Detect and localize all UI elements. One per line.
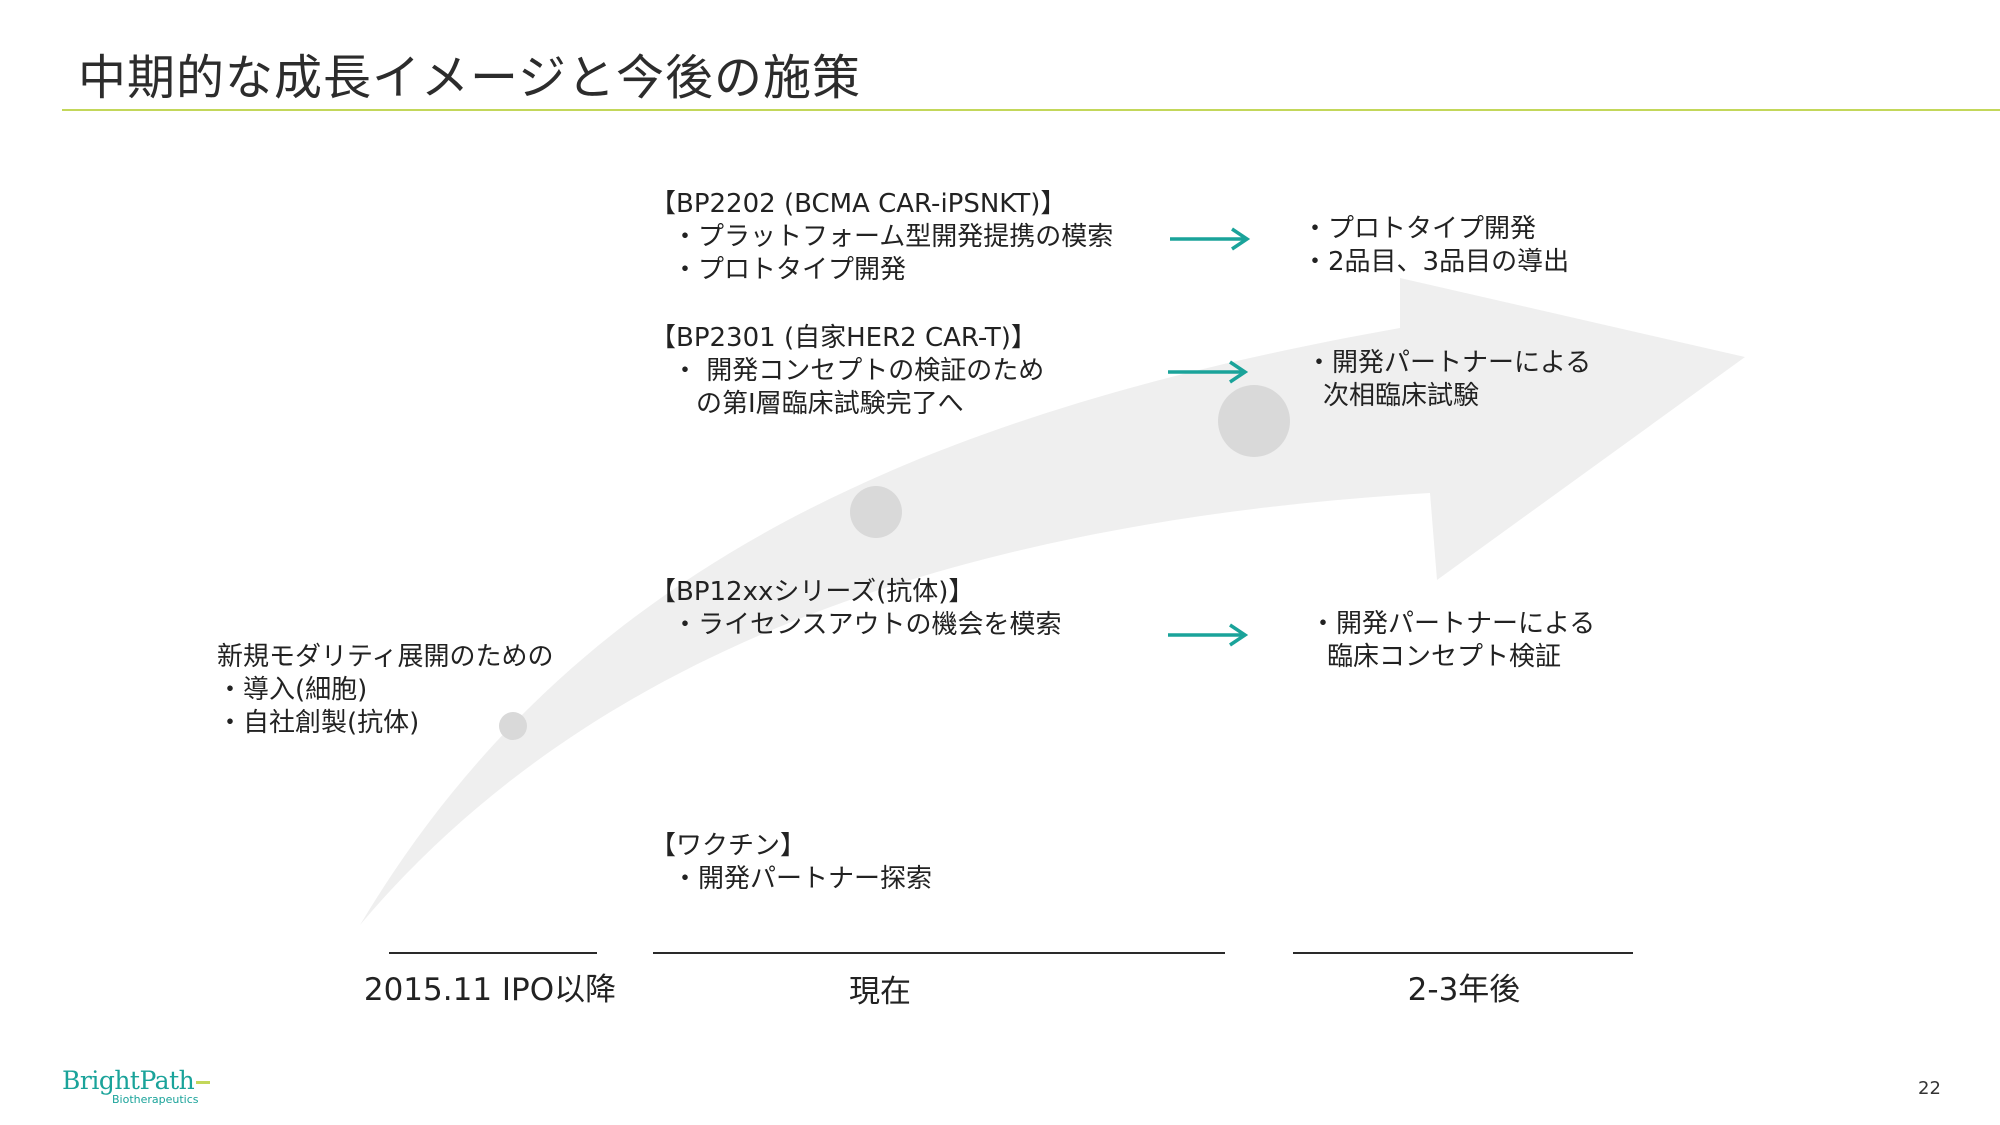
future-block-2: ・開発パートナーによる 次相臨床試験 bbox=[1306, 347, 1591, 413]
bp12xx-heading: 【BP12xxシリーズ(抗体)】 bbox=[650, 577, 975, 607]
bp2202-block: 【BP2202 (BCMA CAR-iPSNKT)】 ・プラットフォーム型開発提… bbox=[650, 188, 1113, 287]
future-2-line-2: 次相臨床試験 bbox=[1323, 381, 1480, 411]
bp2202-heading: 【BP2202 (BCMA CAR-iPSNKT)】 bbox=[650, 189, 1067, 219]
modality-line-2: ・導入(細胞) bbox=[217, 675, 368, 705]
page-number: 22 bbox=[1918, 1078, 1941, 1099]
modality-line-1: 新規モダリティ展開のための bbox=[217, 642, 554, 672]
bp12xx-item-1: ・ライセンスアウトの機会を模索 bbox=[672, 610, 1062, 640]
title-divider bbox=[62, 109, 2000, 111]
arrow-right-icon bbox=[1168, 623, 1249, 647]
milestone-circle-medium bbox=[850, 486, 902, 538]
future-1-line-1: ・プロトタイプ開発 bbox=[1302, 214, 1537, 244]
vaccine-heading: 【ワクチン】 bbox=[650, 831, 807, 861]
bp2301-item-1: ・ 開発コンセプトの検証のため bbox=[672, 356, 1045, 386]
future-3-line-1: ・開発パートナーによる bbox=[1310, 609, 1596, 639]
bp2202-item-2: ・プロトタイプ開発 bbox=[672, 255, 907, 285]
arrow-right-icon bbox=[1170, 227, 1251, 251]
timeline-rule-present bbox=[653, 952, 1225, 954]
bp2301-block: 【BP2301 (自家HER2 CAR-T)】 ・ 開発コンセプトの検証のため … bbox=[650, 322, 1044, 421]
future-block-3: ・開発パートナーによる 臨床コンセプト検証 bbox=[1310, 608, 1595, 674]
timeline-label-past: 2015.11 IPO以降 bbox=[363, 972, 617, 1008]
timeline-label-present: 現在 bbox=[849, 974, 911, 1010]
modality-line-3: ・自社創製(抗体) bbox=[217, 708, 420, 738]
milestone-circle-small bbox=[499, 712, 527, 740]
bp2301-item-1-cont: の第I層臨床試験完了へ bbox=[696, 389, 964, 419]
timeline-rule-future bbox=[1293, 952, 1633, 954]
future-3-line-2: 臨床コンセプト検証 bbox=[1327, 642, 1562, 672]
bp12xx-block: 【BP12xxシリーズ(抗体)】 ・ライセンスアウトの機会を模索 bbox=[650, 576, 1061, 642]
vaccine-block: 【ワクチン】 ・開発パートナー探索 bbox=[650, 830, 932, 896]
logo-accent bbox=[196, 1081, 211, 1084]
bp2202-item-1: ・プラットフォーム型開発提携の模索 bbox=[672, 222, 1114, 252]
future-block-1: ・プロトタイプ開発 ・2品目、3品目の導出 bbox=[1302, 213, 1569, 279]
logo-name: BrightPath bbox=[62, 1066, 195, 1095]
logo-subtitle: Biotherapeutics bbox=[112, 1093, 199, 1106]
bp2301-heading: 【BP2301 (自家HER2 CAR-T)】 bbox=[650, 323, 1037, 353]
future-2-line-1: ・開発パートナーによる bbox=[1306, 348, 1592, 378]
milestone-circle-large bbox=[1218, 385, 1290, 457]
timeline-label-future: 2-3年後 bbox=[1407, 972, 1521, 1008]
future-1-line-2: ・2品目、3品目の導出 bbox=[1302, 247, 1570, 277]
timeline-rule-past bbox=[389, 952, 597, 954]
growth-arrow-shape bbox=[360, 278, 1745, 925]
modality-block: 新規モダリティ展開のための ・導入(細胞) ・自社創製(抗体) bbox=[217, 641, 553, 740]
arrow-right-icon bbox=[1168, 360, 1249, 384]
vaccine-item-1: ・開発パートナー探索 bbox=[672, 864, 933, 894]
company-logo: BrightPath Biotherapeutics bbox=[62, 1066, 211, 1106]
page-title: 中期的な成長イメージと今後の施策 bbox=[78, 50, 862, 106]
